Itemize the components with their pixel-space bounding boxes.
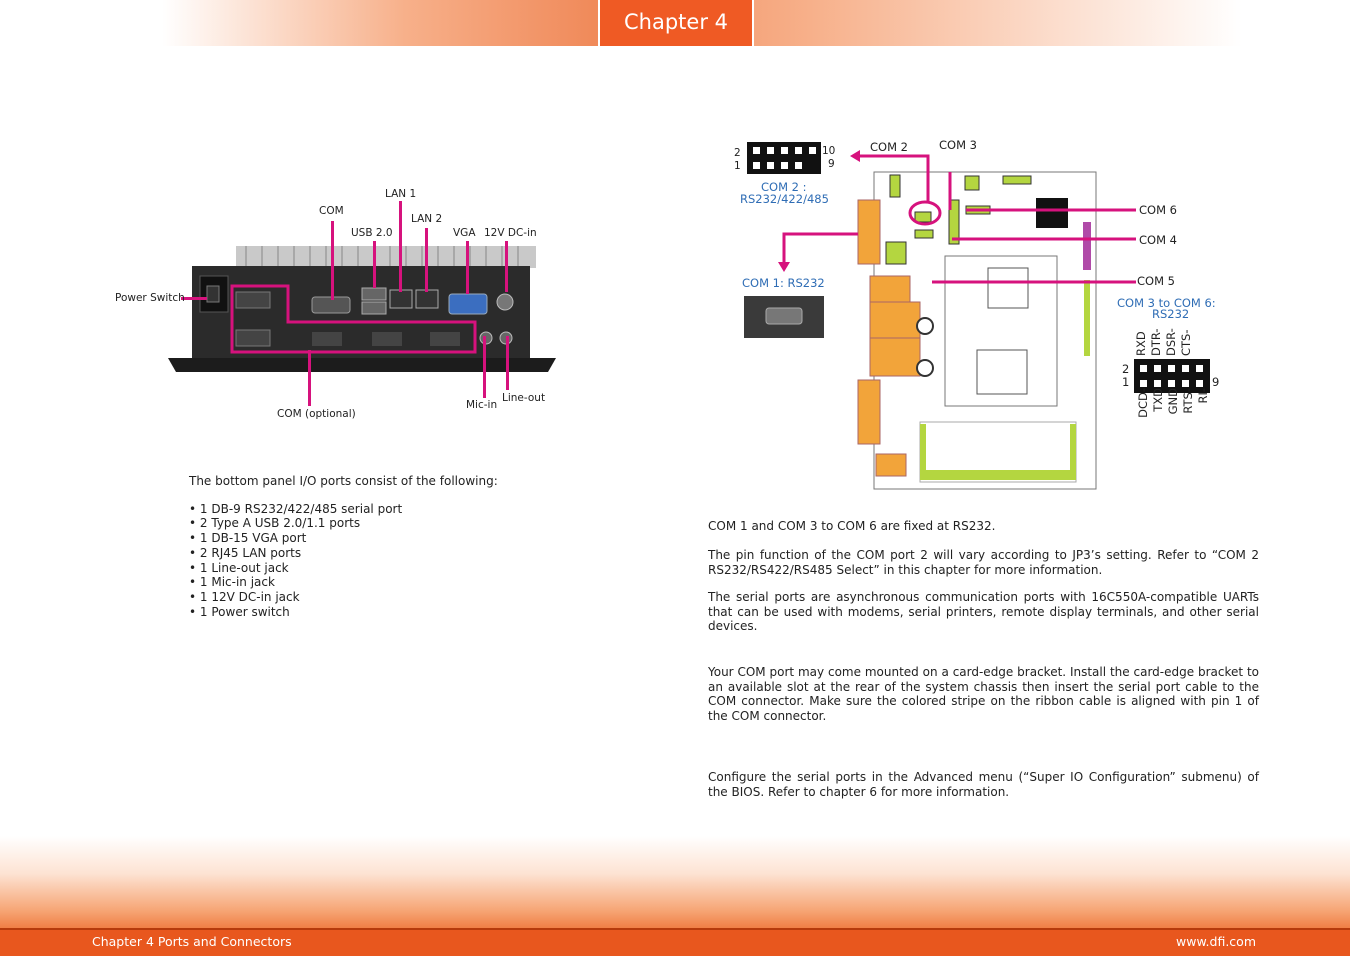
ports-list: The bottom panel I/O ports consist of th… bbox=[189, 474, 498, 619]
pin-name: GND bbox=[1166, 388, 1180, 415]
com2-pin9: 9 bbox=[828, 158, 835, 170]
footer: Chapter 4 Ports and Connectors www.dfi.c… bbox=[0, 928, 1350, 956]
footer-website-link[interactable]: www.dfi.com bbox=[1176, 934, 1256, 949]
list-item: 1 Power switch bbox=[189, 605, 498, 620]
paragraph: Your COM port may come mounted on a card… bbox=[708, 665, 1259, 723]
bottom-pin-names: DCD- TXD GND RTS- RI- bbox=[1136, 388, 1211, 428]
pin-name: DCD- bbox=[1136, 388, 1150, 418]
label-vga: VGA bbox=[453, 227, 476, 239]
pin-name: CTS- bbox=[1179, 329, 1193, 356]
label-com3: COM 3 bbox=[939, 138, 977, 152]
header-pin9: 9 bbox=[1212, 375, 1220, 389]
com2-pin1: 1 bbox=[734, 160, 741, 172]
label-line-out: Line-out bbox=[502, 392, 546, 404]
board-svg bbox=[744, 142, 1210, 490]
label-power-switch: Power Switch bbox=[115, 292, 185, 304]
paragraph: The serial ports are asynchronous commun… bbox=[708, 590, 1259, 633]
footer-band bbox=[0, 836, 1350, 930]
label-dcin: 12V DC-in bbox=[484, 227, 537, 239]
top-pin-names: RXD DTR- DSR- CTS- bbox=[1134, 328, 1194, 356]
paragraph: Configure the serial ports in the Advanc… bbox=[708, 770, 1259, 799]
label-com2: COM 2 bbox=[870, 140, 908, 154]
label-com6: COM 6 bbox=[1139, 203, 1177, 217]
label-com1: COM 1: RS232 bbox=[742, 276, 825, 290]
panel-svg bbox=[168, 246, 556, 372]
label-com2-mode-detail: RS232/422/485 bbox=[740, 192, 829, 206]
ports-intro: The bottom panel I/O ports consist of th… bbox=[189, 474, 498, 488]
label-com: COM bbox=[319, 205, 344, 217]
label-lan1: LAN 1 bbox=[385, 188, 417, 200]
pin-name: RI- bbox=[1196, 388, 1210, 404]
label-usb: USB 2.0 bbox=[351, 227, 393, 239]
list-item: 2 Type A USB 2.0/1.1 ports bbox=[189, 516, 498, 531]
label-mic-in: Mic-in bbox=[466, 399, 498, 411]
label-com3-6: COM 3 to COM 6: bbox=[1117, 296, 1216, 310]
label-com-optional: COM (optional) bbox=[277, 408, 356, 420]
list-item: 1 Mic-in jack bbox=[189, 575, 498, 590]
label-com2-mode: COM 2 : bbox=[761, 180, 807, 194]
com2-pin10: 10 bbox=[822, 145, 836, 157]
list-item: 1 12V DC-in jack bbox=[189, 590, 498, 605]
pin-name: DSR- bbox=[1164, 328, 1178, 356]
label-lan2: LAN 2 bbox=[411, 213, 443, 225]
label-com4: COM 4 bbox=[1139, 233, 1177, 247]
list-item: 1 DB-9 RS232/422/485 serial port bbox=[189, 502, 498, 517]
label-com5: COM 5 bbox=[1137, 274, 1175, 288]
list-item: 2 RJ45 LAN ports bbox=[189, 546, 498, 561]
pin-name: RXD bbox=[1134, 331, 1148, 356]
paragraph: The pin function of the COM port 2 will … bbox=[708, 548, 1259, 577]
pin-name: TXD bbox=[1151, 388, 1165, 412]
com2-pin2: 2 bbox=[734, 147, 741, 159]
header-pin2: 2 bbox=[1122, 362, 1130, 376]
chapter-tab: Chapter 4 bbox=[598, 0, 754, 46]
header-pin1: 1 bbox=[1122, 375, 1130, 389]
footer-chapter-title: Chapter 4 Ports and Connectors bbox=[92, 934, 292, 949]
pin-name: RTS- bbox=[1181, 388, 1195, 414]
pin-name: DTR- bbox=[1149, 328, 1163, 356]
list-item: 1 DB-15 VGA port bbox=[189, 531, 498, 546]
label-com3-6-mode: RS232 bbox=[1152, 307, 1190, 321]
paragraph: COM 1 and COM 3 to COM 6 are fixed at RS… bbox=[708, 519, 996, 533]
list-item: 1 Line-out jack bbox=[189, 561, 498, 576]
